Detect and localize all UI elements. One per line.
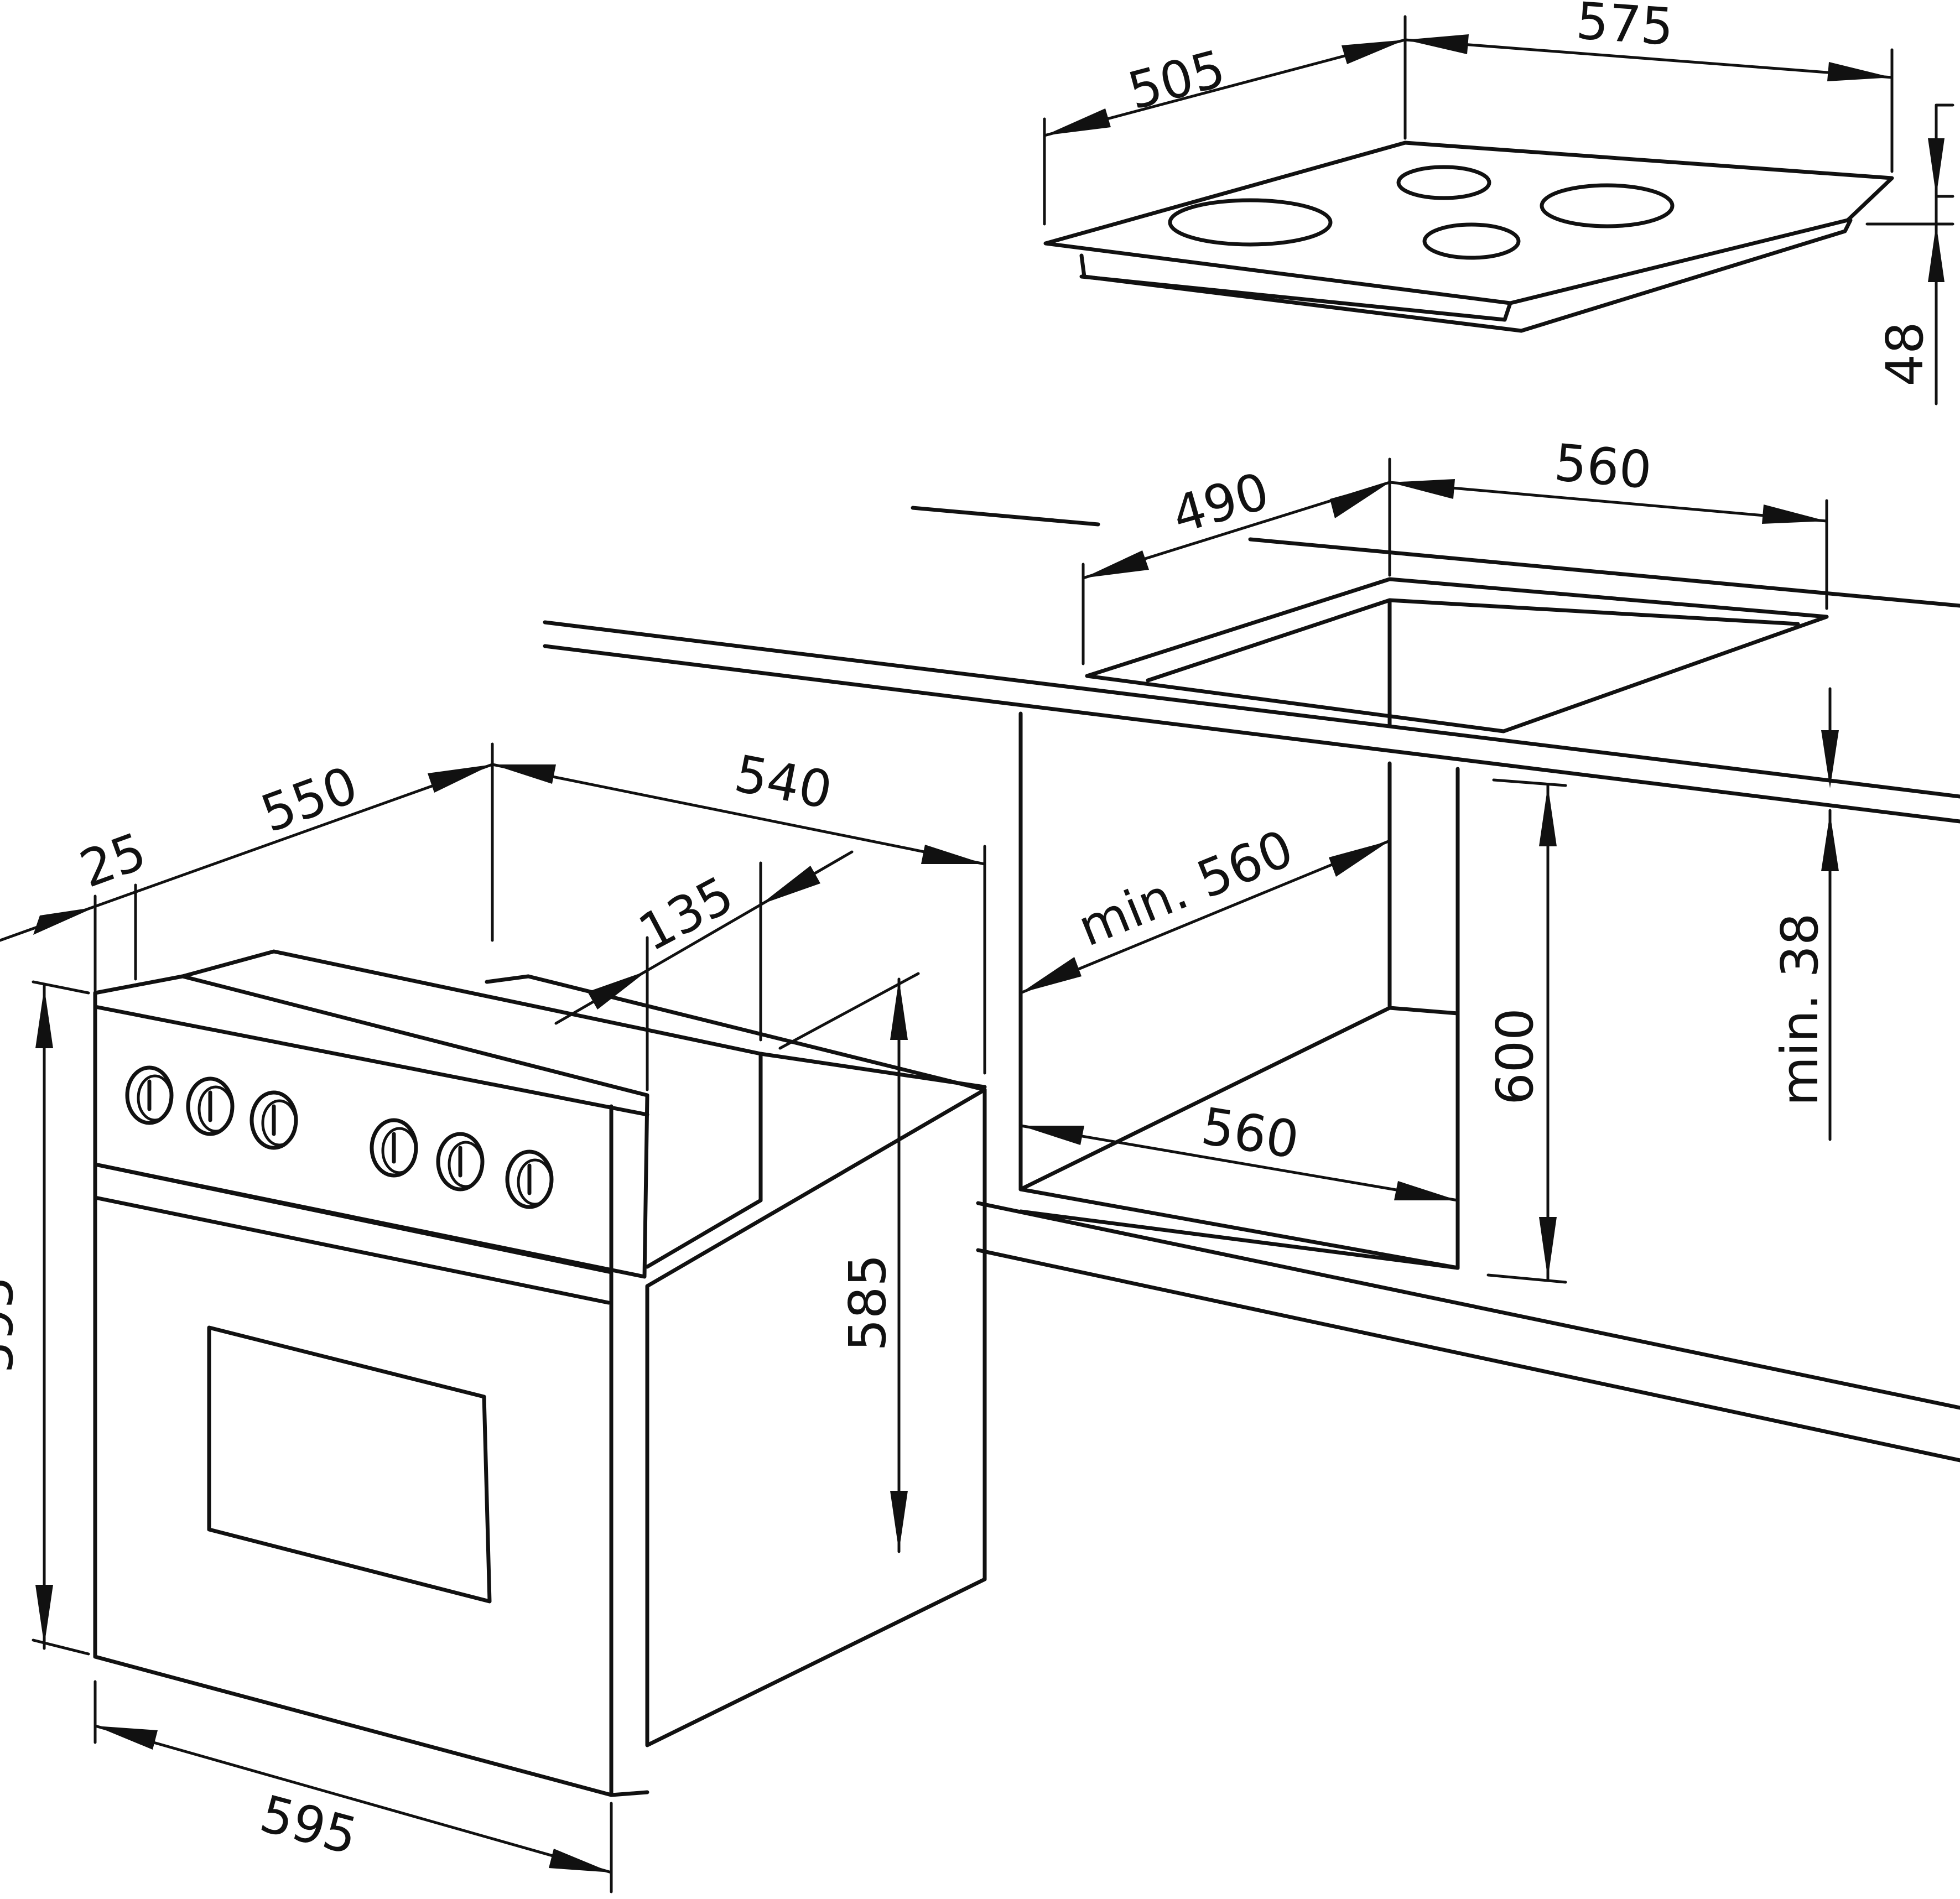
arrowhead xyxy=(549,1849,611,1872)
hob-cutout-outer xyxy=(1085,577,1829,733)
arrowhead xyxy=(1083,550,1149,578)
knob-4[interactable] xyxy=(370,1118,418,1178)
oven-vent xyxy=(485,974,531,984)
countertop-front-edge xyxy=(543,644,1960,824)
arrowhead xyxy=(1539,785,1557,846)
hob-lower-edge xyxy=(1079,274,1512,322)
cavity-back-floor-edge xyxy=(1387,1006,1460,1016)
arrowhead xyxy=(1329,841,1390,877)
knob-1[interactable] xyxy=(125,1065,174,1125)
arrowhead xyxy=(95,1726,158,1750)
arrowhead xyxy=(1390,479,1455,499)
knob-3[interactable] xyxy=(249,1090,298,1150)
dim-oven-front-offset: 25 xyxy=(72,821,154,899)
arrowhead xyxy=(1394,1181,1458,1200)
cabinet-drawing xyxy=(976,711,1960,1463)
countertop-top-edge xyxy=(543,620,1960,799)
dim-cutout-width: 560 xyxy=(1552,433,1654,501)
dim-hob-height: 48 xyxy=(1875,321,1935,386)
hob-burner-small-back xyxy=(1396,165,1491,200)
arrowhead xyxy=(1021,957,1082,993)
countertop-back-edge xyxy=(1248,537,1960,608)
oven-top-step-guide xyxy=(778,972,920,1050)
arrowhead xyxy=(1821,730,1839,788)
dim-min-clearance: min. 38 xyxy=(1770,913,1829,1106)
plinth-top xyxy=(1018,1209,1460,1270)
arrowhead xyxy=(921,845,985,864)
arrowhead xyxy=(1762,504,1827,524)
hob-burner-large-left xyxy=(1168,198,1333,247)
hob-glass-top xyxy=(1043,141,1894,305)
hob-burner-small-front xyxy=(1422,222,1521,260)
oven-control-panel xyxy=(93,974,649,1279)
knob-6[interactable] xyxy=(505,1149,554,1209)
cavity-floor-diagonal xyxy=(1018,1006,1392,1192)
arrowhead xyxy=(588,971,647,1010)
dim-hob-depth: 505 xyxy=(1122,39,1231,121)
dim-cavity-depth-min: min. 560 xyxy=(1070,819,1301,958)
oven-window xyxy=(207,1325,492,1604)
knob-2[interactable] xyxy=(186,1076,235,1136)
arrowhead xyxy=(33,907,95,935)
countertop-drawing xyxy=(543,457,1960,1141)
floor-line-back xyxy=(976,1201,1960,1410)
arrowhead xyxy=(890,1491,908,1552)
hob-underside xyxy=(1079,218,1853,333)
oven-door xyxy=(93,1162,614,1797)
oven-drawing xyxy=(0,742,987,1893)
hob-cutout-inner xyxy=(1146,598,1800,683)
dim-oven-body-height: 585 xyxy=(838,1254,897,1351)
arrowhead xyxy=(761,866,820,904)
oven-body-bottom-joint xyxy=(609,1790,649,1797)
dim-oven-body-depth: 550 xyxy=(253,755,365,844)
arrowhead xyxy=(35,987,53,1048)
floor-line-front xyxy=(976,1248,1960,1463)
arrowhead xyxy=(1821,813,1839,871)
arrowhead xyxy=(1405,34,1469,54)
oven-body-side xyxy=(645,1088,987,1747)
arrowhead xyxy=(1928,138,1945,196)
dim-oven-top-depth: 540 xyxy=(730,744,837,821)
arrowhead xyxy=(890,979,908,1040)
knob-5[interactable] xyxy=(436,1132,485,1192)
arrowhead xyxy=(1044,108,1111,136)
hob-drawing xyxy=(1043,15,1954,405)
countertop-back-left-edge xyxy=(911,506,1100,527)
arrowhead xyxy=(492,764,556,784)
oven-panel-top-edge xyxy=(93,1005,649,1117)
dim-hob-width: 575 xyxy=(1574,0,1676,57)
dim-cutout-depth: 490 xyxy=(1166,461,1275,545)
arrowhead xyxy=(35,1585,53,1646)
arrowhead xyxy=(1539,1217,1557,1279)
oven-knobs xyxy=(125,1065,554,1209)
cavity-floor-front xyxy=(1018,1187,1460,1270)
dim-oven-height: 595 xyxy=(0,1276,24,1373)
arrowhead xyxy=(1021,1126,1084,1145)
dim-cavity-height: 600 xyxy=(1485,1008,1545,1105)
arrowhead xyxy=(1342,40,1405,64)
oven-door-top-edge xyxy=(93,1195,611,1305)
hob-burner-large-right xyxy=(1540,183,1675,228)
arrowhead xyxy=(428,764,492,793)
arrowhead xyxy=(1928,224,1945,282)
arrowhead xyxy=(1827,62,1892,81)
arrowhead xyxy=(1330,482,1390,518)
